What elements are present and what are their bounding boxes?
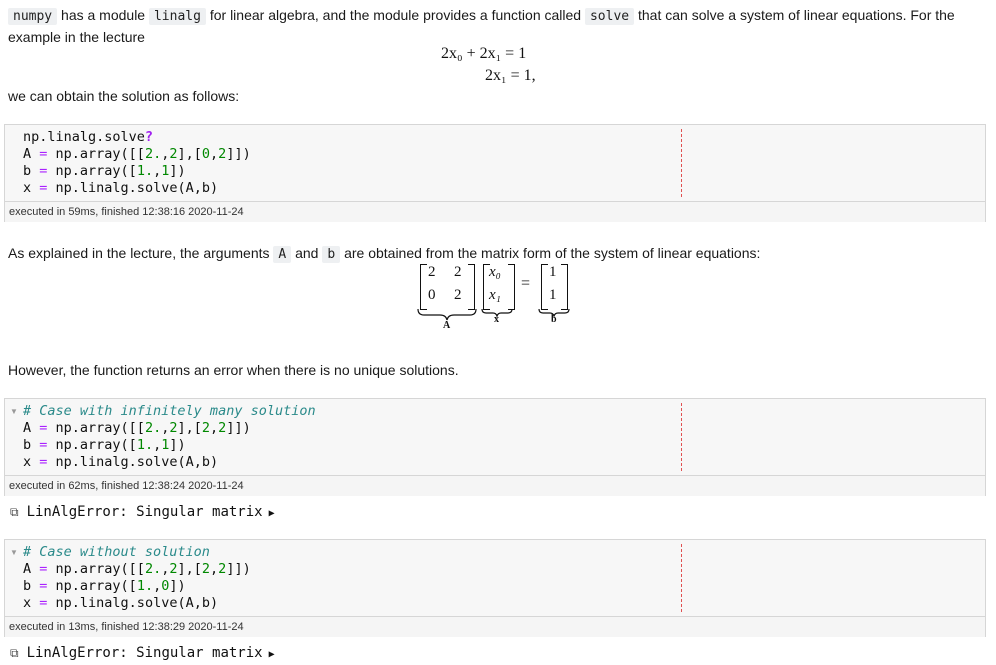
execution-info-1: executed in 59ms, finished 12:38:16 2020… — [5, 201, 985, 222]
paragraph-arguments: As explained in the lecture, the argumen… — [8, 245, 761, 263]
collapse-triangle-icon[interactable]: ▼ — [10, 407, 18, 416]
inline-code-solve: solve — [584, 8, 635, 25]
code-editor-3[interactable]: # Case without solution A = np.array([[2… — [23, 544, 251, 611]
error-output-2[interactable]: ⧉LinAlgError: Singular matrix▶ — [10, 504, 275, 520]
execution-info-2: executed in 62ms, finished 12:38:24 2020… — [5, 475, 985, 496]
inline-code-linalg: linalg — [148, 8, 206, 25]
copy-icon[interactable]: ⧉ — [10, 646, 19, 660]
code-editor-1[interactable]: np.linalg.solve? A = np.array([[2.,2],[0… — [23, 129, 251, 196]
intro-paragraph: numpy has a module linalg for linear alg… — [8, 7, 955, 45]
paragraph-error: However, the function returns an error w… — [8, 362, 459, 378]
code-cell-1[interactable]: np.linalg.solve? A = np.array([[2.,2],[0… — [4, 124, 986, 222]
line-length-ruler — [681, 544, 682, 612]
copy-icon[interactable]: ⧉ — [10, 505, 19, 519]
execution-info-3: executed in 13ms, finished 12:38:29 2020… — [5, 616, 985, 637]
inline-code-b: b — [322, 246, 341, 263]
line-length-ruler — [681, 129, 682, 197]
line-length-ruler — [681, 403, 682, 471]
code-cell-3[interactable]: ▼ # Case without solution A = np.array([… — [4, 539, 986, 637]
code-cell-2[interactable]: ▼ # Case with infinitely many solution A… — [4, 398, 986, 496]
expand-arrow-icon[interactable]: ▶ — [268, 649, 275, 660]
code-editor-2[interactable]: # Case with infinitely many solution A =… — [23, 403, 316, 470]
collapse-triangle-icon[interactable]: ▼ — [10, 548, 18, 557]
inline-code-numpy: numpy — [8, 8, 58, 25]
paragraph-solution: we can obtain the solution as follows: — [8, 88, 240, 104]
equation-line-2: 2x₁ = 1, — [485, 67, 536, 84]
error-output-3[interactable]: ⧉LinAlgError: Singular matrix▶ — [10, 645, 275, 661]
expand-arrow-icon[interactable]: ▶ — [268, 508, 275, 519]
inline-code-A: A — [273, 246, 292, 263]
equation-line-1: 2x₀ + 2x₁ = 1 — [441, 45, 527, 62]
